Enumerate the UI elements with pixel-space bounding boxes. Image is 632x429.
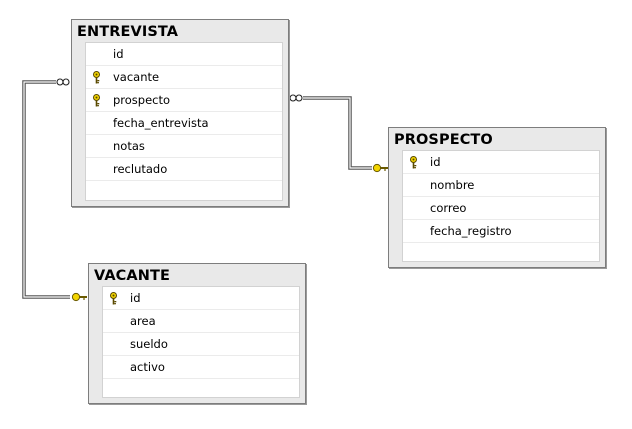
column-name: id xyxy=(130,291,141,305)
table-title: ENTREVISTA xyxy=(77,24,179,40)
key-cell-empty xyxy=(103,310,123,332)
column-row[interactable]: correo xyxy=(403,197,599,220)
table-title: VACANTE xyxy=(94,268,170,284)
key-cell-empty xyxy=(86,112,106,134)
column-row[interactable]: reclutado xyxy=(86,158,282,181)
column-name: id xyxy=(113,47,124,61)
column-name: fecha_entrevista xyxy=(113,116,209,130)
key-icon xyxy=(86,66,106,88)
column-row[interactable]: vacante xyxy=(86,66,282,89)
column-row[interactable]: fecha_entrevista xyxy=(86,112,282,135)
table-vacante[interactable]: VACANTE id area sueldo activo xyxy=(88,263,306,404)
column-row[interactable]: activo xyxy=(103,356,299,379)
column-list: id nombre correo fecha_registro xyxy=(402,150,600,262)
key-cell-empty xyxy=(103,356,123,378)
key-cell-empty xyxy=(403,174,423,196)
key-icon xyxy=(403,151,423,173)
column-list: id area sueldo activo xyxy=(102,286,300,398)
many-end-infinity-icon xyxy=(56,78,70,86)
column-name: id xyxy=(430,155,441,169)
column-name: notas xyxy=(113,139,145,153)
key-cell-empty xyxy=(403,197,423,219)
column-name: area xyxy=(130,314,156,328)
column-row[interactable]: id xyxy=(103,287,299,310)
column-name: activo xyxy=(130,360,165,374)
column-row[interactable]: fecha_registro xyxy=(403,220,599,243)
column-row[interactable]: id xyxy=(86,43,282,66)
column-row[interactable]: nombre xyxy=(403,174,599,197)
table-title: PROSPECTO xyxy=(394,132,493,148)
column-name: correo xyxy=(430,201,467,215)
key-icon xyxy=(86,89,106,111)
table-entrevista[interactable]: ENTREVISTA id vacante prospecto fecha_entre… xyxy=(71,19,289,207)
key-cell-empty xyxy=(103,333,123,355)
column-name: sueldo xyxy=(130,337,168,351)
column-row[interactable]: prospecto xyxy=(86,89,282,112)
column-row[interactable]: sueldo xyxy=(103,333,299,356)
column-name: reclutado xyxy=(113,162,168,176)
column-row[interactable]: id xyxy=(403,151,599,174)
empty-row xyxy=(86,181,282,204)
column-name: vacante xyxy=(113,70,160,84)
relationship-entrevista-prospecto[interactable] xyxy=(289,94,388,173)
empty-row xyxy=(103,379,299,402)
column-row[interactable]: area xyxy=(103,310,299,333)
many-end-infinity-icon xyxy=(289,94,303,102)
key-cell-empty xyxy=(86,158,106,180)
key-cell-empty xyxy=(86,43,106,65)
column-row[interactable]: notas xyxy=(86,135,282,158)
key-icon xyxy=(103,287,123,309)
empty-row xyxy=(403,243,599,266)
one-end-key-icon xyxy=(71,292,87,302)
column-name: nombre xyxy=(430,178,475,192)
column-name: fecha_registro xyxy=(430,224,512,238)
key-cell-empty xyxy=(403,220,423,242)
key-cell-empty xyxy=(86,135,106,157)
table-prospecto[interactable]: PROSPECTO id nombre correo fecha_registro xyxy=(388,127,606,268)
column-name: prospecto xyxy=(113,93,171,107)
one-end-key-icon xyxy=(372,163,388,173)
